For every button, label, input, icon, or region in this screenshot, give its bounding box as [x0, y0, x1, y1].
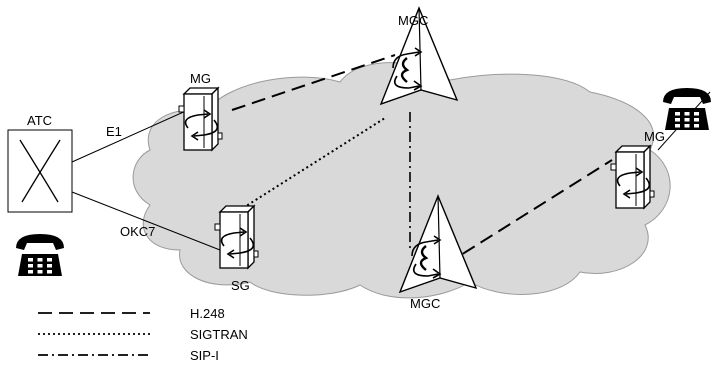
media-gateway-icon [611, 146, 654, 208]
legend-label-sigtran: SIGTRAN [190, 327, 248, 342]
legend-label-sip-i: SIP-I [190, 348, 219, 363]
sg-label: SG [231, 278, 250, 293]
mgc-top-label: MGC [398, 13, 428, 28]
telephone-icon [16, 234, 64, 276]
legend-label-h248: H.248 [190, 306, 225, 321]
legend: H.248 SIGTRAN SIP-I [38, 306, 248, 363]
atc-switch-icon [8, 130, 72, 212]
mg-right-label: MG [644, 129, 665, 144]
media-gateway-icon [179, 88, 222, 150]
mg-top-label: MG [190, 71, 211, 86]
telephone-icon [663, 88, 711, 130]
okc7-label: OKC7 [120, 224, 155, 239]
e1-label: E1 [106, 124, 122, 139]
atc-label: ATC [27, 113, 52, 128]
mgc-bottom-label: MGC [410, 296, 440, 311]
signaling-gateway-icon [215, 206, 258, 268]
